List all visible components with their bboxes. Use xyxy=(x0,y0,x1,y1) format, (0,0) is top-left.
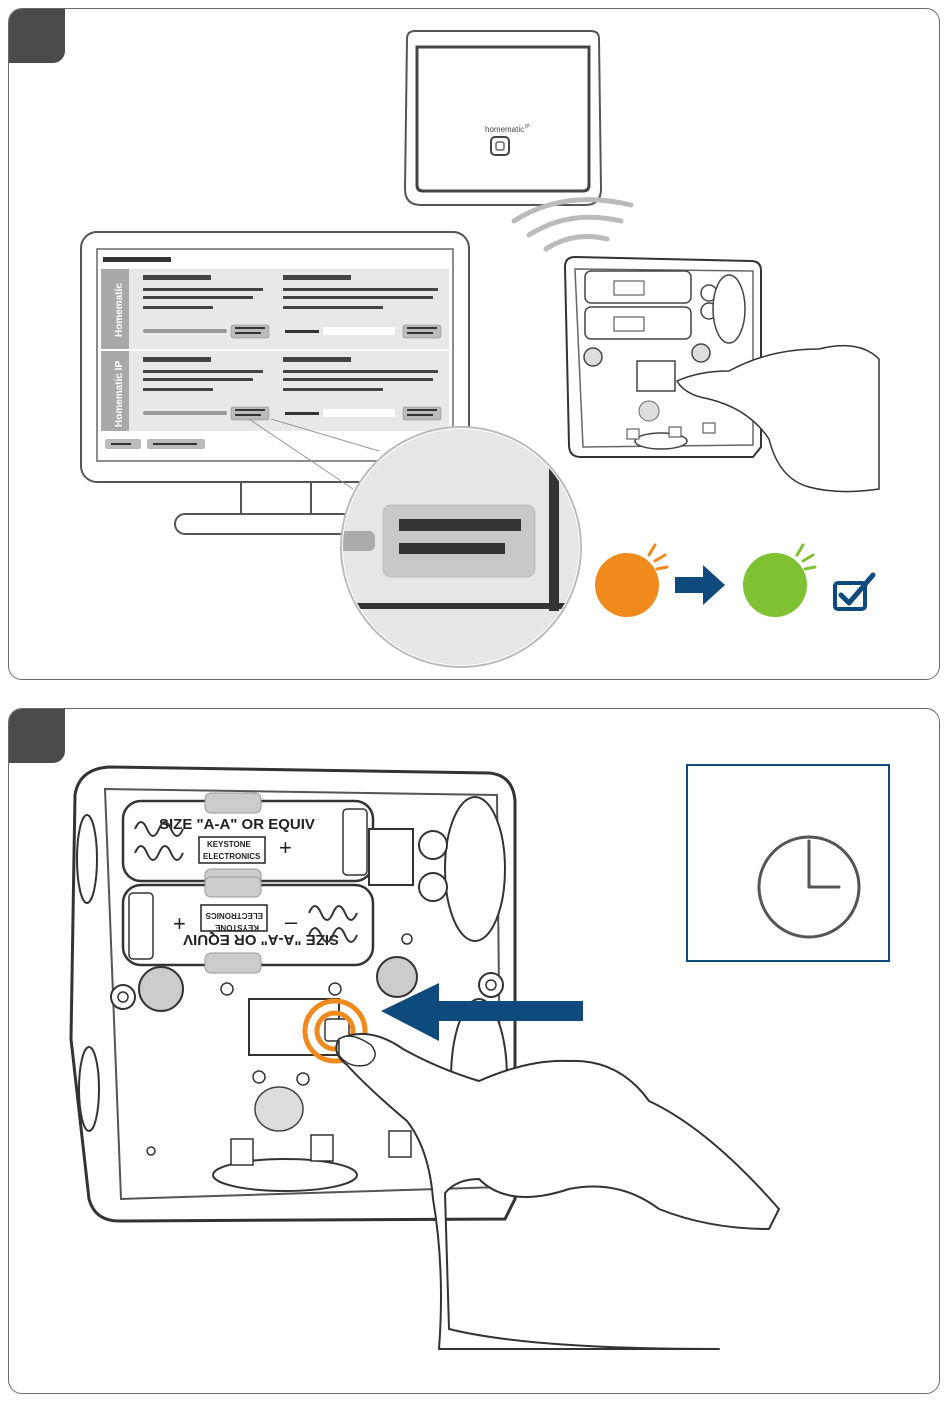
ccu-button[interactable] xyxy=(491,137,509,155)
ccu-brand-label: homematic xyxy=(485,125,524,134)
led-orange-indicator xyxy=(595,553,659,617)
battery-bottom-brand-2: ELECTRONICS xyxy=(205,911,263,920)
wireless-signal-icon xyxy=(514,200,631,249)
led-green-indicator xyxy=(743,553,807,617)
battery-top-plus: + xyxy=(279,835,292,860)
step-2-panel: SIZE "A-A" OR EQUIV KEYSTONE ELECTRONICS… xyxy=(8,708,940,1394)
ccu-brand-mark: IP xyxy=(525,124,530,130)
step-1-illustration: homematic IP Homematic Homemati xyxy=(9,9,940,680)
monitor-button-row2-left[interactable] xyxy=(231,407,269,420)
battery-bottom-minus: – xyxy=(285,909,298,934)
arrow-right-icon xyxy=(675,565,725,605)
led-status-transition xyxy=(595,545,873,617)
screw-post-right xyxy=(377,957,417,997)
monitor-row-label-homematic: Homematic xyxy=(114,283,125,337)
monitor-button-row1-left[interactable] xyxy=(231,325,269,338)
step-2-illustration: SIZE "A-A" OR EQUIV KEYSTONE ELECTRONICS… xyxy=(9,709,940,1394)
ccu-central-unit: homematic IP xyxy=(405,31,601,205)
screw-post-left xyxy=(139,967,183,1011)
battery-bottom-brand-1: KEYSTONE xyxy=(214,923,259,932)
battery-top-brand-2: ELECTRONICS xyxy=(203,852,261,861)
device-small xyxy=(565,257,879,492)
battery-bottom-size-text: SIZE "A-A" OR EQUIV xyxy=(183,931,339,948)
monitor-row-label-homematic-ip: Homematic IP xyxy=(114,361,125,427)
timer-box xyxy=(687,765,889,961)
battery-bottom: SIZE "A-A" OR EQUIV KEYSTONE ELECTRONICS… xyxy=(123,877,373,973)
light-sensor xyxy=(255,1087,303,1131)
checkbox-checked-icon xyxy=(835,575,873,609)
battery-bottom-plus: + xyxy=(173,911,186,936)
monitor-button-row2-right[interactable] xyxy=(403,407,441,420)
battery-top: SIZE "A-A" OR EQUIV KEYSTONE ELECTRONICS… xyxy=(123,793,373,889)
monitor-button-row1-right[interactable] xyxy=(403,325,441,338)
battery-top-brand-1: KEYSTONE xyxy=(207,840,252,849)
step-1-panel: homematic IP Homematic Homemati xyxy=(8,8,940,680)
